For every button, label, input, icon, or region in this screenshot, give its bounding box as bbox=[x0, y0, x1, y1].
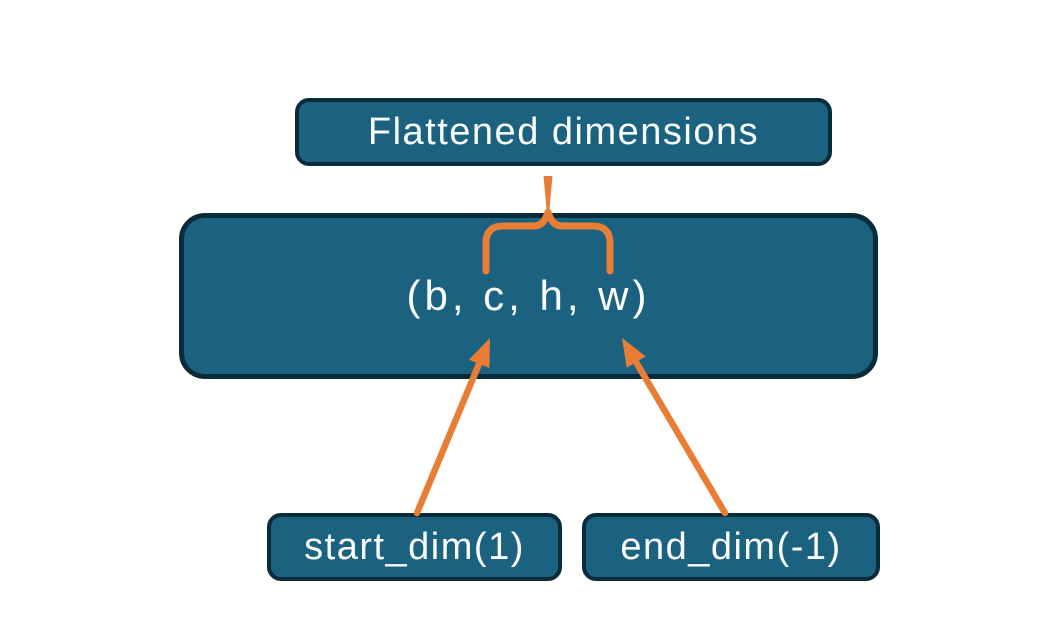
tensor-shape-box: (b, c, h, w) bbox=[179, 213, 878, 379]
end-dim-box: end_dim(-1) bbox=[582, 513, 880, 581]
brace-stem bbox=[543, 176, 553, 209]
start-dim-label: start_dim(1) bbox=[304, 525, 525, 568]
end-dim-arrow-shaft bbox=[632, 358, 729, 517]
flattened-dimensions-label: Flattened dimensions bbox=[367, 110, 760, 153]
flattened-dimensions-box: Flattened dimensions bbox=[295, 98, 832, 166]
start-dim-box: start_dim(1) bbox=[267, 513, 562, 581]
end-dim-label: end_dim(-1) bbox=[620, 525, 842, 568]
start-dim-arrow-shaft bbox=[413, 360, 483, 517]
tensor-shape-label: (b, c, h, w) bbox=[406, 272, 651, 319]
